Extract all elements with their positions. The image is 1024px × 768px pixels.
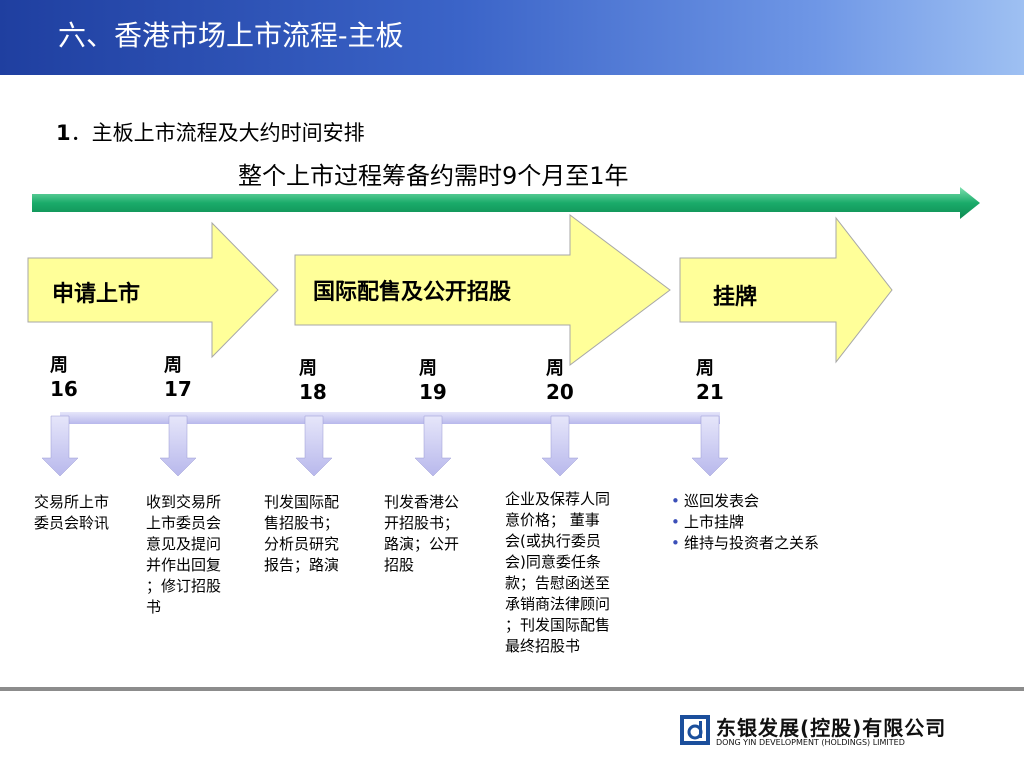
week-down-arrow bbox=[691, 415, 729, 477]
week21-bullet-list: •巡回发表会 •上市挂牌 •维持与投资者之关系 bbox=[671, 491, 841, 554]
footer-divider bbox=[0, 687, 1024, 691]
week-down-arrow bbox=[414, 415, 452, 477]
section-heading-text: ．主板上市流程及大约时间安排 bbox=[70, 121, 365, 145]
overall-duration-label: 整个上市过程筹备约需时9个月至1年 bbox=[238, 162, 629, 190]
slide-title: 六、香港市场上市流程-主板 bbox=[58, 19, 404, 52]
week-down-arrow bbox=[295, 415, 333, 477]
list-item: •维持与投资者之关系 bbox=[671, 534, 820, 552]
stage-arrow-offering bbox=[294, 214, 671, 366]
stage-label-offering: 国际配售及公开招股 bbox=[313, 280, 512, 305]
week17-description: 收到交易所上市委员会意见及提问 并作出回复；修订招股书 bbox=[146, 493, 222, 616]
list-item: •上市挂牌 bbox=[671, 513, 745, 531]
company-logo: 东银发展(控股)有限公司 DONG YIN DEVELOPMENT (HOLDI… bbox=[680, 715, 945, 755]
week-down-arrow bbox=[159, 415, 197, 477]
week16-description: 交易所上市委员会聆讯 bbox=[34, 493, 110, 532]
company-name-en: DONG YIN DEVELOPMENT (HOLDINGS) LIMITED bbox=[716, 738, 905, 747]
week-connector-bar bbox=[60, 412, 720, 424]
week-down-arrow bbox=[541, 415, 579, 477]
overall-timeline-arrow bbox=[32, 187, 980, 219]
section-number: 1 bbox=[56, 121, 71, 145]
week20-description: 企业及保荐人同意价格； 董事会(或执行委员会)同意委任条 款；告慰函送至承销商法… bbox=[505, 490, 611, 655]
section-heading: 1．主板上市流程及大约时间安排 bbox=[56, 117, 365, 147]
company-logo-icon bbox=[680, 715, 710, 745]
company-name-cn: 东银发展(控股)有限公司 bbox=[716, 716, 947, 740]
stage-arrow-listing bbox=[679, 216, 893, 364]
week19-description: 刊发香港公开招股书；路演；公开招股 bbox=[384, 493, 460, 574]
stage-label-apply: 申请上市 bbox=[52, 282, 141, 307]
stage-arrow-apply bbox=[27, 221, 279, 359]
title-bar: 六、香港市场上市流程-主板 bbox=[0, 0, 1024, 75]
week-down-arrow bbox=[41, 415, 79, 477]
stage-label-listing: 挂牌 bbox=[713, 285, 758, 310]
list-item: •巡回发表会 bbox=[671, 492, 760, 510]
week18-description: 刊发国际配售招股书；分析员研究报告；路演 bbox=[264, 493, 340, 574]
